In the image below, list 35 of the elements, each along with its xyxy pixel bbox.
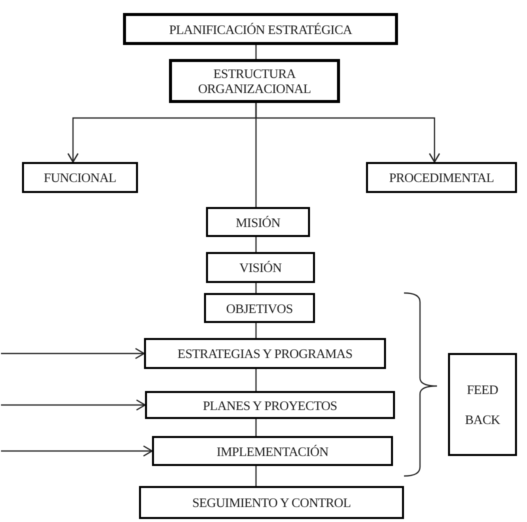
box-label: ESTRUCTURA ORGANIZACIONAL xyxy=(197,66,312,96)
connector-line xyxy=(255,45,257,59)
process-box xyxy=(22,162,138,193)
process-box xyxy=(123,13,398,45)
process-box xyxy=(366,162,517,193)
connector-line xyxy=(255,419,257,436)
box-label: PLANES Y PROYECTOS xyxy=(202,398,338,412)
connector-line xyxy=(255,237,257,252)
process-box xyxy=(139,486,404,519)
box-label: MISIÓN xyxy=(236,214,280,230)
box-label: ESTRATEGIAS Y PROGRAMAS xyxy=(178,346,352,361)
connector-line xyxy=(255,103,257,207)
process-box xyxy=(144,338,386,369)
process-box xyxy=(448,353,517,456)
arrow xyxy=(1,348,145,360)
process-box xyxy=(169,59,340,103)
box-label: FEED BACK xyxy=(464,380,502,428)
box-label: OBJETIVOS xyxy=(226,300,293,316)
box-label: PROCEDIMENTAL xyxy=(389,170,494,185)
arrow xyxy=(1,445,153,457)
process-box xyxy=(206,207,310,237)
process-box xyxy=(204,293,315,323)
box-label: SEGUIMIENTO Y CONTROL xyxy=(192,495,351,510)
arrow xyxy=(1,399,146,411)
box-label: IMPLEMENTACIÓN xyxy=(216,444,328,458)
box-label: PLANIFICACIÓN ESTRATÉGICA xyxy=(169,22,352,36)
process-box xyxy=(145,391,395,419)
process-box xyxy=(152,436,393,466)
connector-line xyxy=(255,283,257,293)
connector-line xyxy=(255,466,257,486)
connector-line xyxy=(255,323,257,338)
connector-line xyxy=(255,369,257,391)
process-box xyxy=(206,252,315,283)
box-label: VISIÓN xyxy=(239,260,282,275)
box-label: FUNCIONAL xyxy=(44,170,116,185)
